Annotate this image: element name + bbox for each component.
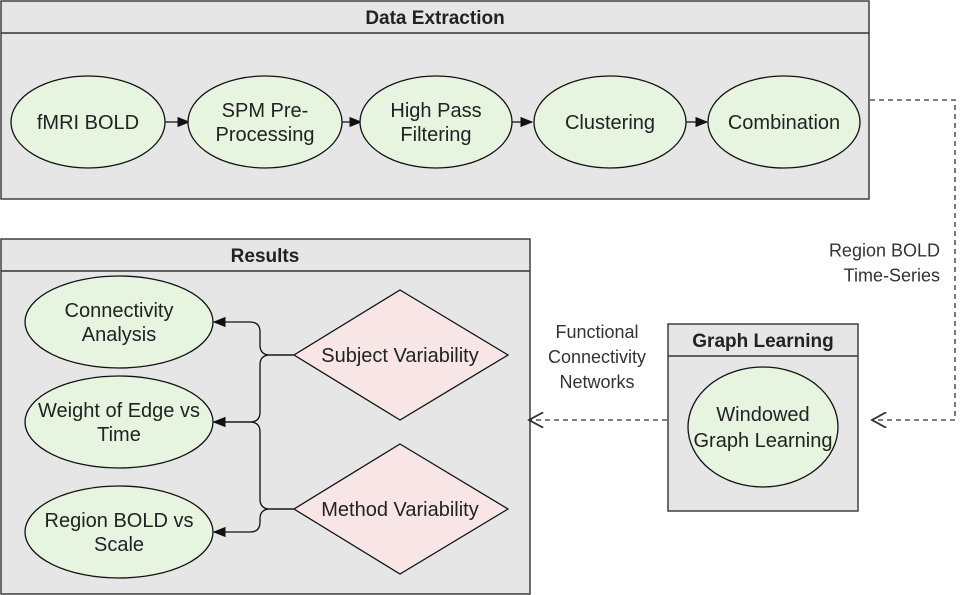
functional-connectivity-edge-label-line-1: Functional (555, 322, 638, 342)
step-fmri-bold-label-line-1: fMRI BOLD (37, 112, 139, 134)
output-weight-of-edge-label-line-2: Time (97, 424, 141, 446)
method-variability-label-line-1: Method Variability (321, 499, 478, 521)
functional-connectivity-edge-label-line-3: Networks (559, 372, 634, 392)
region-bold-edge-label: Region BOLD Time-Series (829, 241, 940, 286)
subject-variability-label: Subject Variability (321, 345, 478, 367)
output-weight-of-edge-label-line-1: Weight of Edge vs (38, 400, 200, 422)
output-connectivity-analysis-label-line-1: Connectivity (65, 300, 174, 322)
data-extraction-title: Data Extraction (365, 8, 504, 29)
region-bold-edge-label-line-2: Time-Series (844, 266, 940, 286)
step-spm-preprocessing: SPM Pre-Processing (187, 75, 343, 169)
step-fmri-bold-label: fMRI BOLD (37, 112, 139, 134)
step-combination-label: Combination (728, 112, 840, 134)
method-variability-diamond: Method Variability (292, 443, 510, 575)
windowed-graph-learning-label-line-1: Windowed (716, 404, 809, 426)
functional-connectivity-edge-label-line-2: Connectivity (548, 347, 646, 367)
step-clustering-label-line-1: Clustering (565, 112, 655, 134)
subject-variability-label-line-1: Subject Variability (321, 345, 478, 367)
step-spm-preprocessing-label-line-2: Processing (216, 124, 315, 146)
step-fmri-bold: fMRI BOLD (10, 75, 166, 169)
step-clustering: Clustering (533, 75, 687, 169)
step-high-pass-filtering-label-line-2: Filtering (400, 124, 471, 146)
method-variability-label: Method Variability (321, 499, 478, 521)
step-high-pass-filtering-label-line-1: High Pass (390, 100, 481, 122)
output-region-bold-scale-label-line-2: Scale (94, 534, 144, 556)
graph-learning-title: Graph Learning (692, 331, 833, 352)
output-region-bold-scale-label-line-1: Region BOLD vs (45, 510, 194, 532)
results-title: Results (231, 246, 300, 267)
step-combination: Combination (707, 75, 861, 169)
step-clustering-label: Clustering (565, 112, 655, 134)
step-spm-preprocessing-label-line-1: SPM Pre- (222, 100, 309, 122)
subject-variability-diamond: Subject Variability (292, 289, 510, 421)
variability-connectors (212, 316, 294, 538)
step-spm-preprocessing-label: SPM Pre-Processing (216, 100, 315, 146)
step-combination-label-line-1: Combination (728, 112, 840, 134)
output-connectivity-analysis-label-line-2: Analysis (82, 324, 156, 346)
windowed-graph-learning-label-line-2: Graph Learning (694, 430, 833, 452)
region-bold-connector (870, 99, 956, 420)
region-bold-edge-label-line-1: Region BOLD (829, 241, 940, 261)
